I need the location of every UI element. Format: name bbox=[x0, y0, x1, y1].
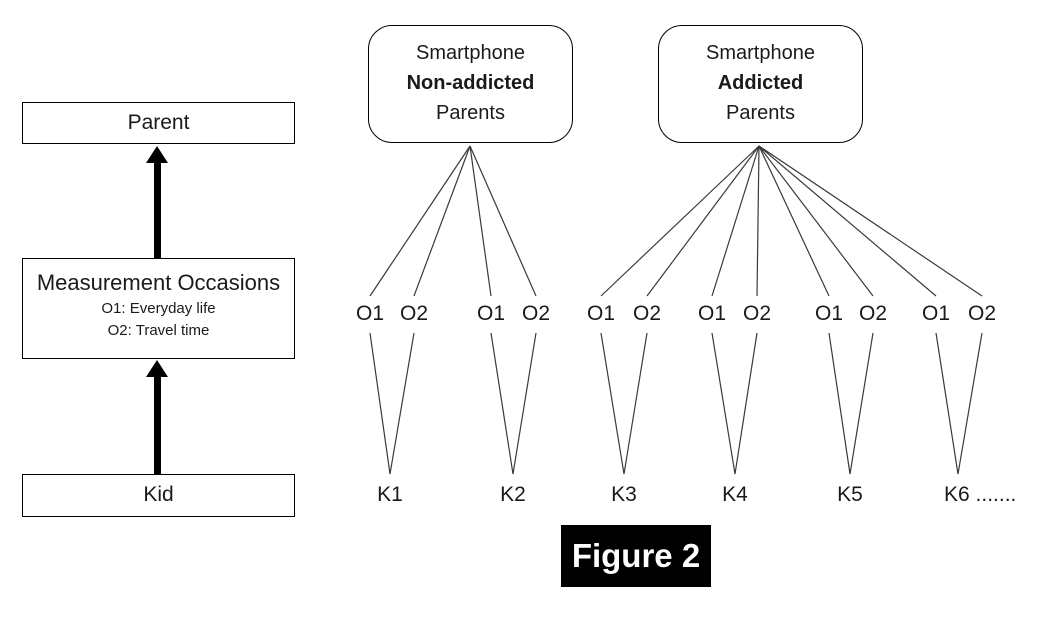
fan-line-group-to-occasion bbox=[711, 145, 760, 297]
fan-line-group-to-occasion bbox=[758, 145, 830, 297]
v-line-occasion-to-kid bbox=[957, 332, 983, 475]
fan-line-group-to-occasion bbox=[758, 145, 937, 297]
occasion-label: O1 bbox=[697, 302, 727, 325]
fan-line-group-to-occasion bbox=[413, 145, 471, 297]
v-line-occasion-to-kid bbox=[711, 332, 736, 475]
v-line-occasion-to-kid bbox=[623, 332, 648, 475]
occasion-label: O1 bbox=[355, 302, 385, 325]
occasion-label: O2 bbox=[858, 302, 888, 325]
figure-caption: Figure 2 bbox=[561, 525, 711, 587]
fan-line-group-to-occasion bbox=[758, 145, 983, 297]
fan-line-group-to-occasion bbox=[756, 145, 760, 297]
group-box-non-addicted-parents: Smartphone Non-addicted Parents bbox=[368, 25, 573, 143]
parent-box-label: Parent bbox=[127, 111, 190, 134]
group-title-line-bold: Non-addicted bbox=[406, 72, 535, 94]
occasion-label: O2 bbox=[399, 302, 429, 325]
up-arrow-head-occasions-to-parent bbox=[146, 146, 168, 163]
occasion-label: O2 bbox=[967, 302, 997, 325]
fan-line-group-to-occasion bbox=[758, 145, 874, 297]
group-title-line: Smartphone bbox=[416, 42, 525, 64]
group-title-line-bold: Addicted bbox=[717, 72, 804, 94]
occasion-label: O1 bbox=[921, 302, 951, 325]
kid-label: K5 bbox=[837, 483, 863, 506]
parent-box: Parent bbox=[22, 102, 295, 144]
kid-box-label: Kid bbox=[143, 483, 174, 506]
v-line-occasion-to-kid bbox=[828, 332, 851, 475]
kid-label: K2 bbox=[500, 483, 526, 506]
v-line-occasion-to-kid bbox=[512, 332, 537, 475]
occasion-2-description: O2: Travel time bbox=[107, 322, 210, 339]
v-line-occasion-to-kid bbox=[490, 332, 514, 475]
fan-line-group-to-occasion bbox=[369, 145, 471, 297]
measurement-occasions-title: Measurement Occasions bbox=[36, 270, 281, 295]
group-title-line: Smartphone bbox=[706, 42, 815, 64]
v-line-occasion-to-kid bbox=[935, 332, 959, 475]
fan-line-group-to-occasion bbox=[469, 145, 492, 297]
measurement-occasions-box: Measurement Occasions O1: Everyday life … bbox=[22, 258, 295, 359]
up-arrow-shaft-occasions-to-parent bbox=[154, 161, 161, 258]
v-line-occasion-to-kid bbox=[849, 332, 874, 475]
occasion-label: O1 bbox=[476, 302, 506, 325]
kid-label: K1 bbox=[377, 483, 403, 506]
fan-line-group-to-occasion bbox=[469, 145, 537, 297]
occasion-label: O1 bbox=[586, 302, 616, 325]
group-box-addicted-parents: Smartphone Addicted Parents bbox=[658, 25, 863, 143]
fan-line-group-to-occasion bbox=[600, 145, 760, 297]
occasion-1-description: O1: Everyday life bbox=[101, 300, 216, 317]
occasion-label: O2 bbox=[632, 302, 662, 325]
fan-line-group-to-occasion bbox=[646, 145, 760, 297]
up-arrow-head-kid-to-occasions bbox=[146, 360, 168, 377]
occasion-label: O2 bbox=[521, 302, 551, 325]
v-line-occasion-to-kid bbox=[389, 332, 415, 475]
v-line-occasion-to-kid bbox=[369, 332, 391, 475]
occasion-label: O1 bbox=[814, 302, 844, 325]
kid-label: K4 bbox=[722, 483, 748, 506]
group-title-line: Parents bbox=[726, 102, 795, 124]
kid-label: K3 bbox=[611, 483, 637, 506]
kid-label: K6 ....... bbox=[944, 483, 1017, 506]
v-line-occasion-to-kid bbox=[600, 332, 625, 475]
v-line-occasion-to-kid bbox=[734, 332, 758, 475]
kid-box: Kid bbox=[22, 474, 295, 517]
group-title-line: Parents bbox=[436, 102, 505, 124]
occasion-label: O2 bbox=[742, 302, 772, 325]
up-arrow-shaft-kid-to-occasions bbox=[154, 375, 161, 474]
